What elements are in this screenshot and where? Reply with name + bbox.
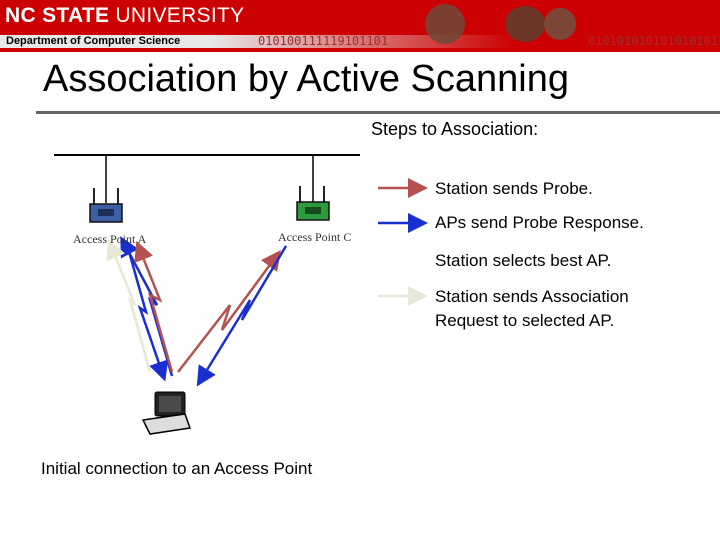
binary-decoration-right: 010101010101010101 [588,34,719,48]
probe-response-bolt-a2 [126,247,169,382]
title-divider [36,111,720,114]
page-title: Association by Active Scanning [43,58,569,100]
wolf-logo-icons [425,4,576,44]
probe-response-bolt-c [196,245,288,387]
legend-probe-response-text: APs send Probe Response. [435,213,644,232]
legend-probe-text: Station sends Probe. [435,179,593,198]
steps-heading: Steps to Association: [371,119,539,139]
probe-bolt-to-a [134,240,174,373]
university-wordmark: NC STATE UNIVERSITY [5,4,245,27]
legend-association-request-text: Station sends Association Request to sel… [435,287,629,330]
legend-select-ap-text: Station selects best AP. [435,251,612,270]
diagram-caption: Initial connection to an Access Point [41,459,313,478]
binary-decoration-left: 010100111119101101 [258,34,389,48]
department-name: Department of Computer Science [6,35,181,47]
access-point-c-icon [296,186,330,221]
laptop-station-icon [141,391,192,435]
association-request-bolt [106,238,152,373]
access-point-c-label: Access Point C [278,230,352,244]
department-bar [0,35,720,48]
access-point-a-icon [89,188,123,223]
probe-bolt-to-c [177,249,281,373]
header-banner: NC STATE UNIVERSITY Department of Comput… [0,0,720,52]
access-point-a-label: Access Point A [73,232,147,246]
